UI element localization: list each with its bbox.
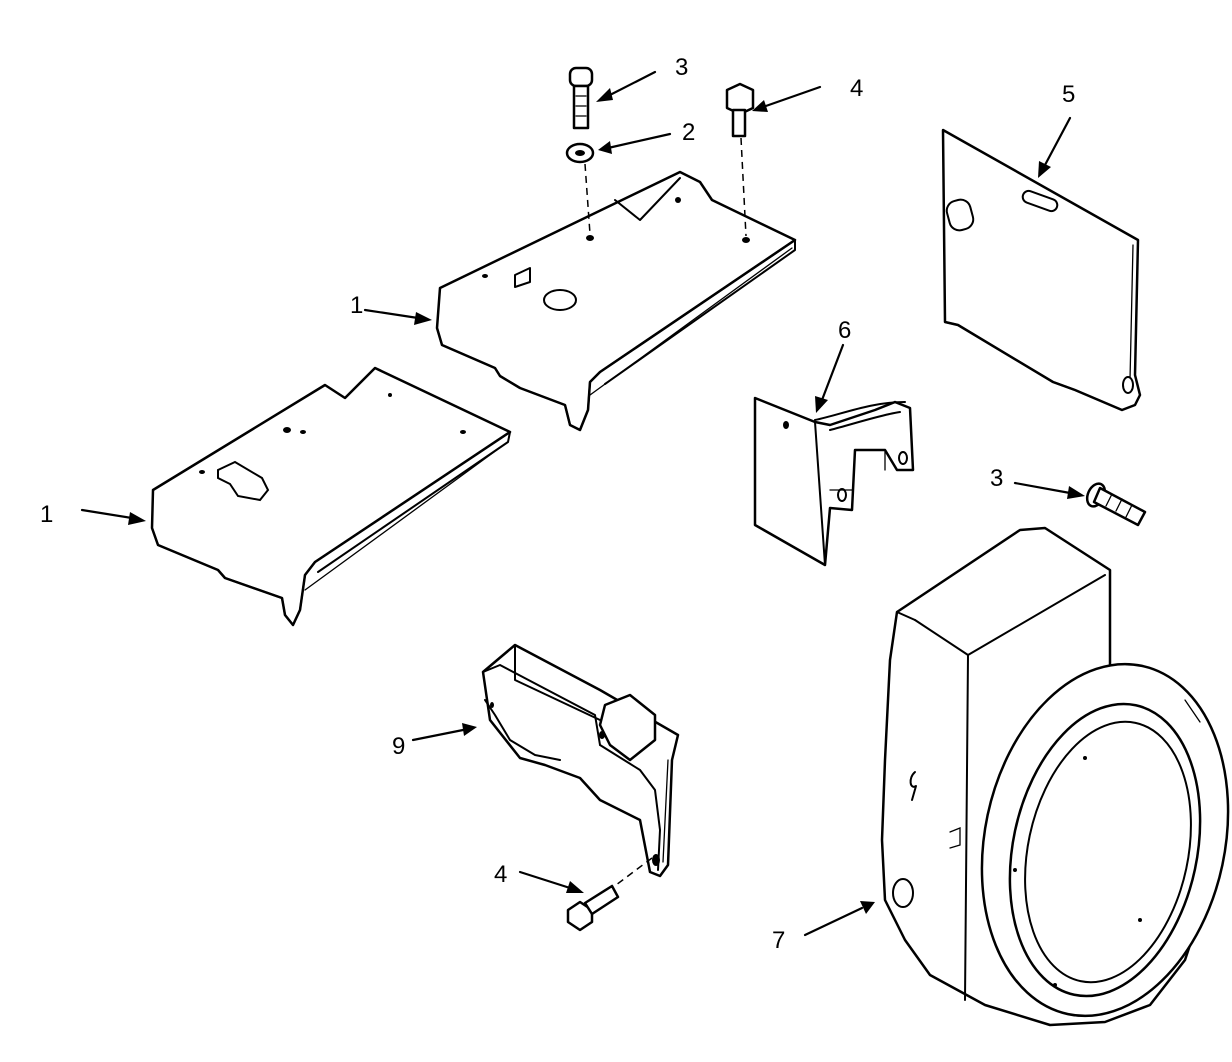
callout-number: 2 [682,119,695,146]
leader-arrow-4-bottom [518,870,584,893]
bracket [753,396,915,567]
hex-bolt-top [725,82,755,138]
leader-arrow-2 [598,132,672,154]
leader-arrow-5 [1038,116,1072,178]
washer [565,142,595,164]
leader-arrow-7 [803,901,875,937]
leader-arrow-6 [815,343,845,413]
leader-arrow-1-lower [80,508,146,525]
baffle-plate-upper [435,170,797,432]
callout-number: 4 [494,861,507,888]
callout-number: 1 [40,501,53,528]
callout-number: 6 [838,317,851,344]
air-guide [481,643,680,878]
leader-arrow-4-top [752,85,822,112]
leader-arrow-1-upper [363,308,432,325]
callout-number: 4 [850,75,863,102]
bolt-top [568,66,594,130]
callout-number: 3 [675,54,688,81]
assembly-line [740,137,747,237]
callout-number: 1 [350,292,363,319]
leader-arrow-3-right [1013,481,1085,499]
callout-number: 5 [1062,81,1075,108]
bolt-right [1085,482,1147,527]
callout-number: 9 [392,733,405,760]
callout-number: 3 [990,465,1003,492]
baffle-plate-lower [150,366,512,627]
cover-plate [941,128,1142,412]
callout-number: 7 [772,927,785,954]
hex-bolt-bottom [566,884,620,932]
leader-arrow-3-top [596,70,657,102]
blower-housing [880,526,1230,1027]
leader-arrow-9 [411,723,477,742]
